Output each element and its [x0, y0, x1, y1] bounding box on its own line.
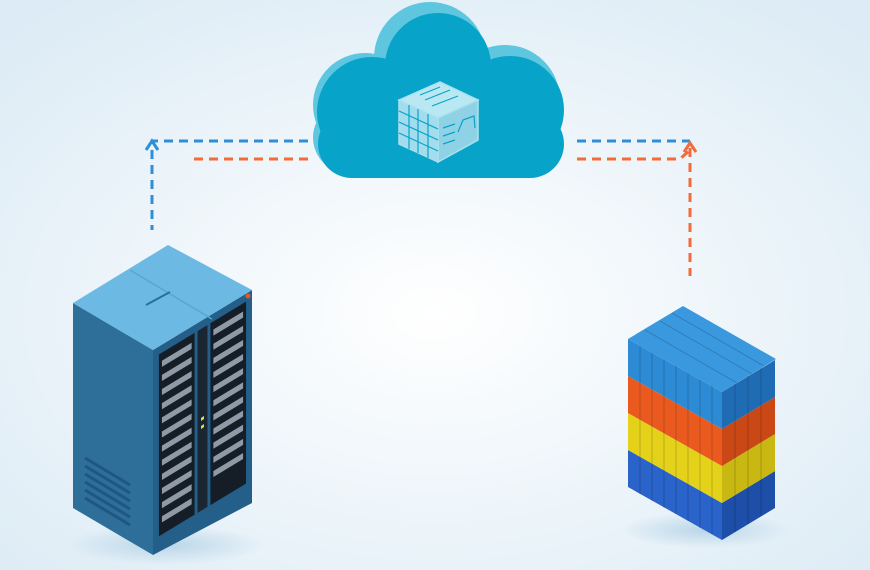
connector-cloud-to-containers — [577, 139, 698, 276]
arrow-head-icon — [682, 140, 698, 153]
container-blue-bottom — [628, 450, 775, 540]
rack-doors — [158, 301, 247, 537]
shipping-containers-icon — [620, 306, 790, 548]
database-cube-icon — [397, 81, 480, 164]
rack-top — [73, 245, 252, 350]
rack-side-panel — [73, 303, 153, 555]
container-ribs — [639, 312, 765, 534]
container-orange — [628, 376, 775, 466]
cloud-icon — [313, 2, 564, 178]
arrow-head-icon — [144, 138, 160, 151]
server-rack-icon — [65, 245, 265, 565]
connector-cloud-to-server — [144, 138, 308, 230]
container-yellow — [628, 413, 775, 503]
vent-grille — [84, 456, 131, 527]
container-blue-top — [628, 306, 776, 429]
